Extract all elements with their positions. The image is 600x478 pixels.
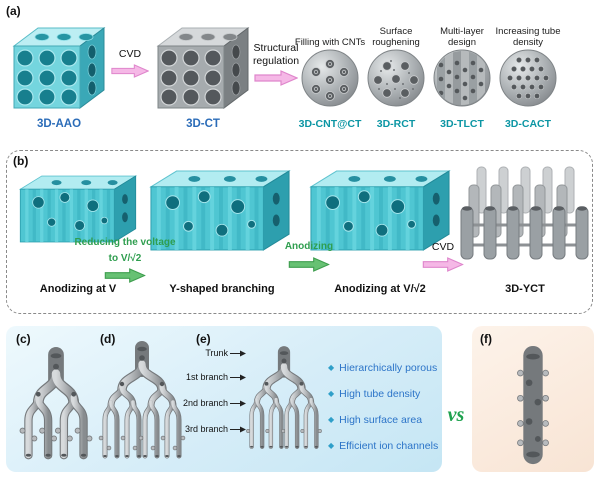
annotation-arrow-icon [230,426,246,432]
cvd-arrow-icon-b [421,257,465,272]
variant-name-cact: 3D-CACT [504,118,552,130]
panel-e-tag: (e) [196,332,211,346]
regulation-arrow-group: Structural regulation [246,42,306,86]
caption-anodizing-v-sqrt2: Anodizing at V/√2 [334,283,426,295]
annotation-trunk: Trunk [158,348,246,358]
bullet-text: Efficient ion channels [339,440,439,452]
ct-label: 3D-CT [186,118,220,130]
panel-b: (b) Reducing the [6,150,593,314]
bullet-high-surface-area: ◆ High surface area [328,414,422,426]
tlct-micrograph [433,49,491,107]
ct-structure-graphic [156,27,250,109]
regulation-arrow-label: Structural regulation [252,42,300,67]
panel-b-tag: (b) [13,154,29,168]
cvd-arrow-label: CVD [118,48,142,60]
bullet-text: Hierarchically porous [339,362,438,374]
annotation-3rd-branch: 3rd branch [158,424,246,434]
cvd-arrow-icon [111,64,149,78]
variant-name-tlct: 3D-TLCT [440,118,484,130]
variant-title-cnt: Filling with CNTs [294,36,366,48]
annotation-arrow-icon [230,350,246,356]
cvd-arrow-label-b: CVD [431,241,455,253]
diamond-bullet-icon: ◆ [328,441,335,450]
variant-title-cact: Increasing tube density [495,25,561,48]
bullet-efficient-ion-channels: ◆ Efficient ion channels [328,440,438,452]
annotation-1st-branch: 1st branch [158,372,246,382]
diamond-bullet-icon: ◆ [328,363,335,372]
annotation-3rd-branch-label: 3rd branch [184,424,228,434]
bullet-high-tube-density: ◆ High tube density [328,388,420,400]
diamond-bullet-icon: ◆ [328,415,335,424]
bullet-text: High tube density [339,388,421,400]
variant-title-tlct: Multi-layer design [440,25,484,48]
cact-micrograph [499,49,557,107]
diamond-bullet-icon: ◆ [328,389,335,398]
annotation-1st-branch-label: 1st branch [185,372,228,382]
regulation-arrow-icon [253,70,299,86]
variant-name-rct: 3D-RCT [376,118,416,130]
caption-yct: 3D-YCT [505,283,545,295]
annotation-2nd-branch: 2nd branch [158,398,246,408]
variant-name-cnt: 3D-CNT@CT [298,118,362,130]
branched-tube-d-graphic [98,341,186,459]
bullet-text: High surface area [339,414,423,426]
variant-title-rct: Surface roughening [372,25,420,48]
anodizing-arrow-group: Anodizing [269,241,349,272]
annotation-2nd-branch-label: 2nd branch [182,398,228,408]
reduce-voltage-line1: Reducing the voltage [74,237,176,248]
cnt-at-ct-micrograph [301,49,359,107]
reduce-voltage-arrow-group: Reducing the voltage to V/√2 [65,237,185,283]
branched-tube-e-graphic [246,346,322,449]
caption-y-branching: Y-shaped branching [169,283,275,295]
vs-label: vs [447,404,465,426]
straight-tube-f-graphic [517,345,549,465]
panel-d-tag: (d) [100,332,116,346]
annotation-arrow-icon [230,374,246,380]
annotation-trunk-label: Trunk [205,348,228,358]
anodizing-arrow-label: Anodizing [284,241,334,252]
cvd-arrow-group-a: CVD [108,48,152,78]
caption-anodizing-v: Anodizing at V [39,283,117,295]
panel-c-tag: (c) [16,332,31,346]
aao-structure-graphic [12,27,106,109]
rct-micrograph [367,49,425,107]
cvd-arrow-group-b: CVD [413,241,473,272]
branched-tube-c-graphic [19,346,93,460]
aao-label: 3D-AAO [36,118,82,130]
anodizing-arrow-icon [287,257,331,272]
panel-a-tag: (a) [6,4,21,18]
yct-structure-graphic [460,166,589,260]
comparison-panel: (c) (d) (e) (f) [0,320,600,478]
annotation-arrow-icon [230,400,246,406]
reduce-voltage-arrow-icon [103,268,147,283]
anodized-slab-1-graphic [17,171,139,247]
panel-f-tag: (f) [480,332,492,346]
bullet-hierarchically-porous: ◆ Hierarchically porous [328,362,437,374]
reduce-voltage-line2: to V/√2 [108,252,142,264]
